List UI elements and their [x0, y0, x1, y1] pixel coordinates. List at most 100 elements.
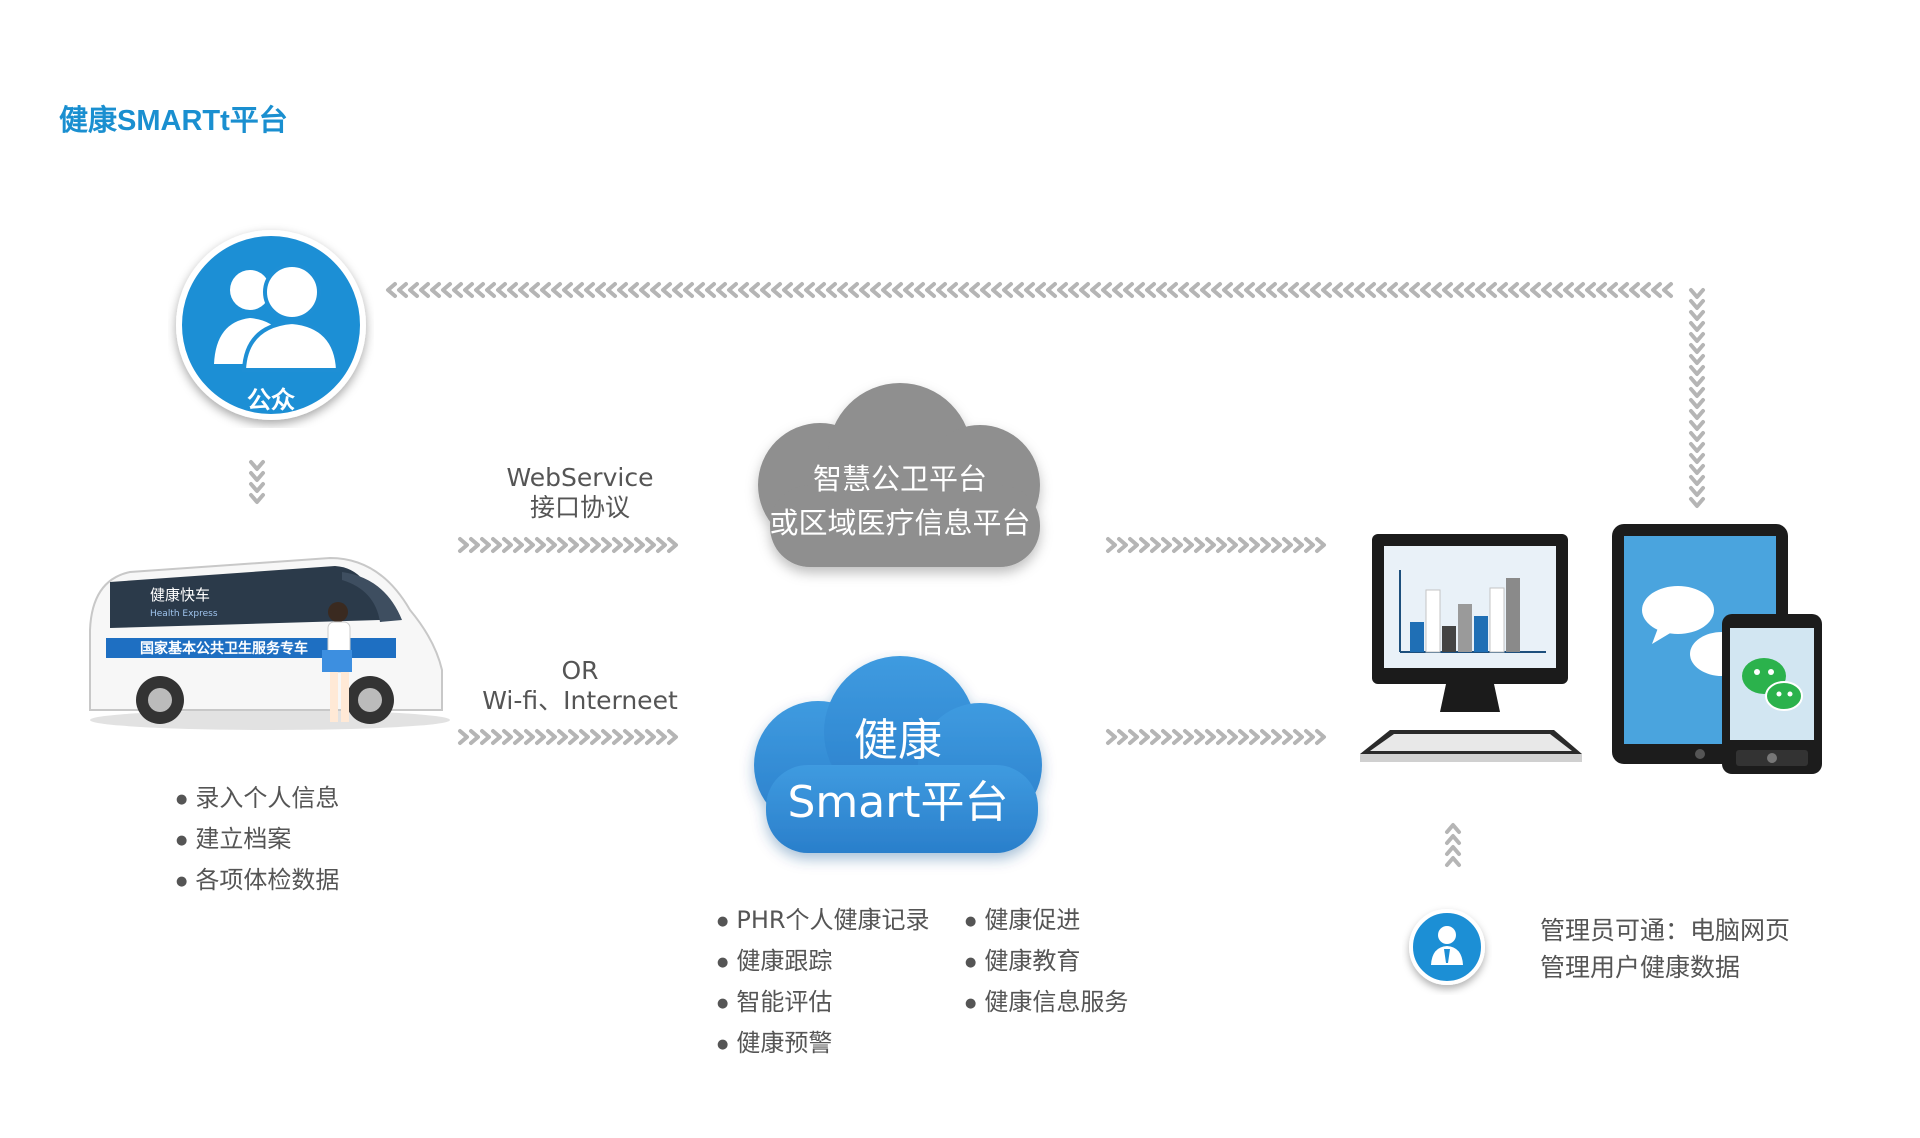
arrow-chevron-mid-upper-right: [1216, 537, 1227, 553]
arrow-chevron-mid-lower-right: [1227, 729, 1238, 745]
arrow-chevron-top: [1167, 282, 1178, 298]
blue-cloud-icon: [754, 656, 1042, 853]
arrow-chevron-right-down: [1689, 398, 1705, 409]
arrow-chevron-top: [1486, 282, 1497, 298]
protocol-bottom-line1: OR: [561, 656, 599, 685]
arrow-chevron-mid-lower-left: [524, 729, 535, 745]
arrow-chevron-top: [1002, 282, 1013, 298]
arrow-chevron-top: [1365, 282, 1376, 298]
arrow-chevron-mid-upper-left: [546, 537, 557, 553]
arrow-chevron-mid-lower-right: [1238, 729, 1249, 745]
arrow-chevron-right-down: [1689, 475, 1705, 486]
arrow-chevron-top: [441, 282, 452, 298]
arrow-chevron-admin-up: [1445, 823, 1461, 834]
blue-cloud-node: 健康 Smart平台: [728, 650, 1068, 875]
smartphone-device: [1718, 610, 1828, 780]
arrow-chevron-right-down: [1689, 442, 1705, 453]
arrow-chevron-mid-upper-left: [491, 537, 502, 553]
arrow-chevron-public-down: [249, 493, 265, 504]
arrow-chevron-top: [1024, 282, 1035, 298]
arrow-chevron-top: [1618, 282, 1629, 298]
arrow-chevron-mid-lower-left: [634, 729, 645, 745]
arrow-chevron-mid-lower-right: [1282, 729, 1293, 745]
arrow-chevron-top: [925, 282, 936, 298]
arrow-chevron-right-down: [1689, 288, 1705, 299]
arrow-chevron-mid-lower-left: [480, 729, 491, 745]
arrow-chevron-mid-lower-left: [557, 729, 568, 745]
arrow-chevron-mid-upper-left: [480, 537, 491, 553]
arrow-chevron-top: [1629, 282, 1640, 298]
list-item: 各项体检数据: [176, 862, 339, 903]
arrow-chevron-mid-lower-left: [612, 729, 623, 745]
arrow-chevron-top: [1453, 282, 1464, 298]
arrow-chevron-top: [1343, 282, 1354, 298]
arrow-chevron-mid-lower-right: [1139, 729, 1150, 745]
arrow-chevron-mid-lower-left: [645, 729, 656, 745]
arrow-chevron-mid-lower-left: [502, 729, 513, 745]
arrow-chevron-top: [1563, 282, 1574, 298]
arrow-chevron-mid-lower-right: [1106, 729, 1117, 745]
arrow-chevron-top: [1607, 282, 1618, 298]
arrow-chevron-top: [694, 282, 705, 298]
arrow-chevron-mid-lower-left: [513, 729, 524, 745]
arrow-chevron-top: [672, 282, 683, 298]
arrow-chevron-top: [1376, 282, 1387, 298]
van-banner: 国家基本公共卫生服务专车: [140, 640, 308, 657]
arrow-chevron-right-down: [1689, 464, 1705, 475]
protocol-top-line1: WebService: [506, 463, 654, 492]
arrow-chevron-mid-upper-left: [502, 537, 513, 553]
arrow-chevron-mid-upper-left: [568, 537, 579, 553]
arrow-chevron-top: [1596, 282, 1607, 298]
gray-cloud-label: 智慧公卫平台 或区域医疗信息平台: [730, 457, 1070, 545]
admin-line1: 管理员可通：电脑网页: [1540, 916, 1791, 945]
arrow-chevron-top: [485, 282, 496, 298]
arrow-chevron-top: [1057, 282, 1068, 298]
arrow-chevron-right-down: [1689, 299, 1705, 310]
list-item: 健康信息服务: [965, 984, 1128, 1025]
arrow-chevron-right-down: [1689, 497, 1705, 508]
arrow-chevron-top: [782, 282, 793, 298]
arrow-chevron-top: [826, 282, 837, 298]
arrow-chevron-top: [837, 282, 848, 298]
list-item: 健康预警: [717, 1025, 930, 1066]
arrow-chevron-mid-lower-right: [1205, 729, 1216, 745]
arrow-chevron-mid-upper-left: [458, 537, 469, 553]
arrow-chevron-right-down: [1689, 387, 1705, 398]
arrow-chevron-top: [969, 282, 980, 298]
arrow-chevron-top: [958, 282, 969, 298]
arrow-chevron-top: [1244, 282, 1255, 298]
arrow-chevron-top: [738, 282, 749, 298]
desktop-computer: [1350, 530, 1590, 780]
arrow-chevron-top: [1200, 282, 1211, 298]
arrow-chevron-top: [419, 282, 430, 298]
arrow-chevron-mid-lower-right: [1161, 729, 1172, 745]
arrow-chevron-mid-lower-right: [1128, 729, 1139, 745]
arrow-chevron-top: [529, 282, 540, 298]
chat-bubble-icon: [1642, 586, 1714, 634]
arrow-chevron-top: [1530, 282, 1541, 298]
arrow-chevron-mid-lower-right: [1249, 729, 1260, 745]
protocol-top-line2: 接口协议: [529, 493, 630, 522]
arrow-chevron-right-down: [1689, 332, 1705, 343]
arrow-chevron-mid-upper-right: [1139, 537, 1150, 553]
desktop-computer-icon: [1360, 534, 1582, 762]
arrow-chevron-mid-lower-left: [667, 729, 678, 745]
arrow-chevron-top: [1035, 282, 1046, 298]
arrow-chevron-mid-upper-left: [645, 537, 656, 553]
arrow-chevron-mid-upper-right: [1117, 537, 1128, 553]
arrow-chevron-mid-lower-right: [1117, 729, 1128, 745]
arrow-chevron-mid-lower-left: [590, 729, 601, 745]
list-item: 健康教育: [965, 943, 1128, 984]
arrow-chevron-mid-lower-right: [1271, 729, 1282, 745]
arrow-chevron-top: [507, 282, 518, 298]
gray-cloud-line2: 或区域医疗信息平台: [769, 506, 1031, 540]
arrow-chevron-mid-upper-right: [1150, 537, 1161, 553]
arrow-chevron-mid-upper-right: [1227, 537, 1238, 553]
arrow-chevron-top: [650, 282, 661, 298]
van-brand: 健康快车: [150, 586, 210, 604]
arrow-chevron-right-down: [1689, 453, 1705, 464]
arrow-chevron-mid-upper-left: [557, 537, 568, 553]
arrow-chevron-top: [1189, 282, 1200, 298]
arrow-chevron-mid-lower-left: [535, 729, 546, 745]
